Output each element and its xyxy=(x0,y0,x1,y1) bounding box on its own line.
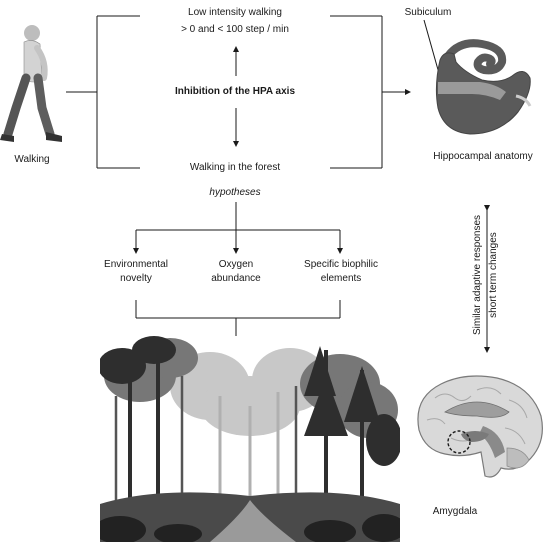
short-term-changes-label: short term changes xyxy=(488,232,499,318)
hippocampus-icon xyxy=(435,39,532,135)
low-intensity-walking-label: Low intensity walking > 0 and < 100 step… xyxy=(140,6,330,37)
oxygen-line-1: Oxygen xyxy=(218,259,254,270)
brain-icon xyxy=(417,375,543,478)
similar-adaptive-responses-label: Similar adaptive responses xyxy=(472,214,483,336)
forest-walk-label: Walking in the forest xyxy=(189,162,281,173)
subiculum-label: Subiculum xyxy=(404,7,452,18)
biophilic-elements-label: Specific biophilic elements xyxy=(286,258,396,286)
environmental-novelty-label: Environmental novelty xyxy=(86,258,186,286)
forest-illustration xyxy=(100,336,400,542)
low-intensity-line-1: Low intensity walking xyxy=(188,7,282,18)
novelty-line-2: novelty xyxy=(120,273,152,284)
novelty-line-1: Environmental xyxy=(104,259,168,270)
oxygen-line-2: abundance xyxy=(211,273,261,284)
amygdala-highlight xyxy=(447,430,471,454)
biophilic-line-2: elements xyxy=(320,273,362,284)
biophilic-line-1: Specific biophilic xyxy=(304,259,378,270)
hippocampal-anatomy-label: Hippocampal anatomy xyxy=(433,151,533,162)
oxygen-abundance-label: Oxygen abundance xyxy=(186,258,286,286)
hypotheses-label: hypotheses xyxy=(209,187,261,198)
walking-person-icon xyxy=(0,25,62,142)
low-intensity-line-2: > 0 and < 100 step / min xyxy=(181,24,289,35)
walking-label: Walking xyxy=(14,154,50,165)
hpa-inhibition-label: Inhibition of the HPA axis xyxy=(175,86,295,97)
amygdala-label: Amygdala xyxy=(432,506,478,517)
